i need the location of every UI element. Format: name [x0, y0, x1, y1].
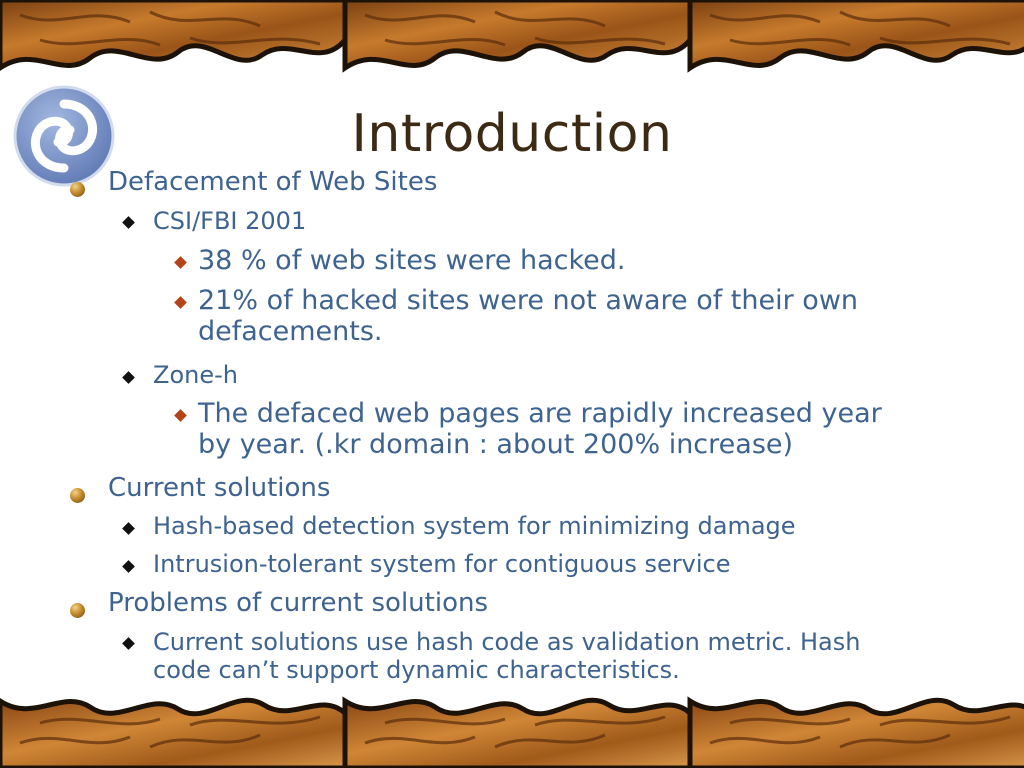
bullet-current-solutions: Current solutions — [108, 473, 331, 503]
top-decorative-border — [0, 0, 1024, 85]
bullet-hash-code-line-1: Current solutions use hash code as valid… — [153, 628, 861, 656]
bullet-defaced-pages-line-2: by year. (.kr domain : about 200% increa… — [198, 429, 794, 460]
brown-diamond-bullet-icon — [174, 296, 187, 309]
brown-diamond-bullet-icon — [174, 409, 187, 422]
bullet-csi-fbi: CSI/FBI 2001 — [153, 207, 307, 235]
bullet-38-percent: 38 % of web sites were hacked. — [198, 245, 626, 276]
black-diamond-bullet-icon — [122, 560, 135, 573]
bullet-21-percent: 21% of hacked sites were not aware of th… — [198, 285, 858, 347]
black-diamond-bullet-icon — [122, 371, 135, 384]
bullet-defaced-pages: The defaced web pages are rapidly increa… — [198, 398, 882, 460]
slide-title: Introduction — [351, 104, 673, 164]
bullet-hash-based: Hash-based detection system for minimizi… — [153, 512, 796, 540]
bullet-21-percent-line-2: defacements. — [198, 316, 383, 347]
bullet-hash-code: Current solutions use hash code as valid… — [153, 628, 860, 684]
bullet-defaced-pages-line-1: The defaced web pages are rapidly increa… — [198, 398, 882, 429]
bullet-problems: Problems of current solutions — [108, 588, 488, 618]
bullet-21-percent-line-1: 21% of hacked sites were not aware of th… — [198, 285, 859, 316]
black-diamond-bullet-icon — [122, 522, 135, 535]
swirl-logo-icon — [12, 84, 116, 188]
gold-ball-bullet-icon — [70, 603, 85, 618]
bullet-zone-h: Zone-h — [153, 361, 238, 389]
bullet-intrusion-tolerant: Intrusion-tolerant system for contiguous… — [153, 550, 731, 578]
bottom-decorative-border — [0, 683, 1024, 768]
black-diamond-bullet-icon — [122, 637, 135, 650]
gold-ball-bullet-icon — [70, 488, 85, 503]
brown-diamond-bullet-icon — [174, 256, 187, 269]
black-diamond-bullet-icon — [122, 216, 135, 229]
bullet-defacement: Defacement of Web Sites — [108, 167, 438, 197]
bullet-hash-code-line-2: code can’t support dynamic characteristi… — [153, 656, 680, 684]
